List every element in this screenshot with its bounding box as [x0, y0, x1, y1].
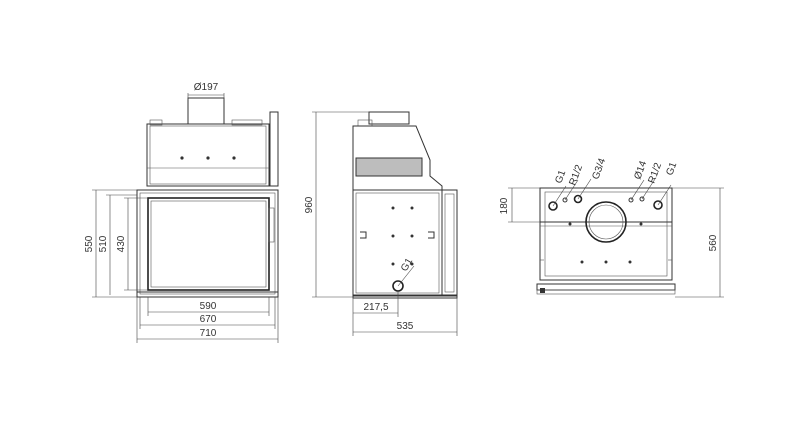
connector-label-g1-left: G1 [553, 168, 568, 185]
top-view [536, 187, 676, 295]
connector-label-g1-right: G1 [664, 160, 679, 177]
height-960-label: 960 [304, 196, 315, 213]
side-connector-g1-label: G1 [399, 256, 415, 273]
depth-560-label: 560 [708, 234, 719, 251]
depth-535-label: 535 [397, 321, 414, 332]
offset-217-label: 217,5 [363, 302, 388, 313]
flue-diameter-label: Ø197 [194, 82, 219, 93]
connector-label-r12-left: R1/2 [567, 163, 585, 187]
width-590-label: 590 [200, 301, 217, 312]
front-view [136, 97, 279, 298]
connector-label-g34: G3/4 [590, 156, 608, 181]
front-dimensions: Ø197 550 510 430 590 670 710 [84, 82, 279, 343]
depth-180-label: 180 [499, 197, 510, 214]
height-550-label: 550 [84, 235, 95, 252]
side-dimensions: 960 G1 217,5 535 [304, 111, 458, 336]
height-510-label: 510 [98, 235, 109, 252]
height-430-label: 430 [116, 235, 127, 252]
connector-label-r12-right: R1/2 [646, 161, 664, 185]
side-view [352, 111, 458, 299]
width-670-label: 670 [200, 314, 217, 325]
width-710-label: 710 [200, 328, 217, 339]
